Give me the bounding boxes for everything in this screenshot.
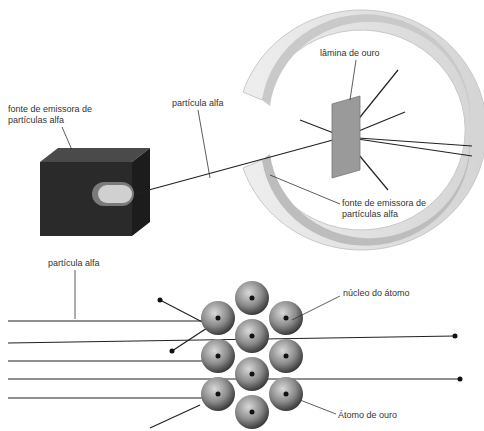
alpha-rays <box>8 300 460 428</box>
alpha-emitter <box>40 148 150 236</box>
gold-atom <box>269 301 303 335</box>
ring-inner-face <box>262 14 470 130</box>
detector-ring <box>243 10 484 250</box>
gold-atom <box>201 377 235 411</box>
ring-inner-face <box>262 130 470 246</box>
gold-atom <box>269 377 303 411</box>
gold-atom <box>235 357 269 391</box>
gold-atom <box>201 339 235 373</box>
callout-label: lâmina de ouro <box>320 48 410 59</box>
callout-label: fonte de emissora de partículas alfa <box>342 198 434 220</box>
gold-atoms <box>201 281 303 429</box>
gold-atom <box>235 319 269 353</box>
gold-atom <box>201 301 235 335</box>
ray-end-dots <box>158 298 463 382</box>
leader-lines <box>75 270 340 414</box>
gold-atom <box>235 395 269 429</box>
gold-atom <box>269 339 303 373</box>
callout-label: partícula alfa <box>48 258 138 269</box>
gold-atom <box>235 281 269 315</box>
callout-label: Átomo de ouro <box>338 410 438 421</box>
callout-label: fonte de emissora de partículas alfa <box>8 104 100 126</box>
callout-label: partícula alfa <box>172 98 262 109</box>
gold-foil <box>332 96 360 178</box>
leader-lines <box>62 60 356 204</box>
callout-label: núcleo do átomo <box>343 288 443 299</box>
alpha-paths <box>134 70 472 194</box>
